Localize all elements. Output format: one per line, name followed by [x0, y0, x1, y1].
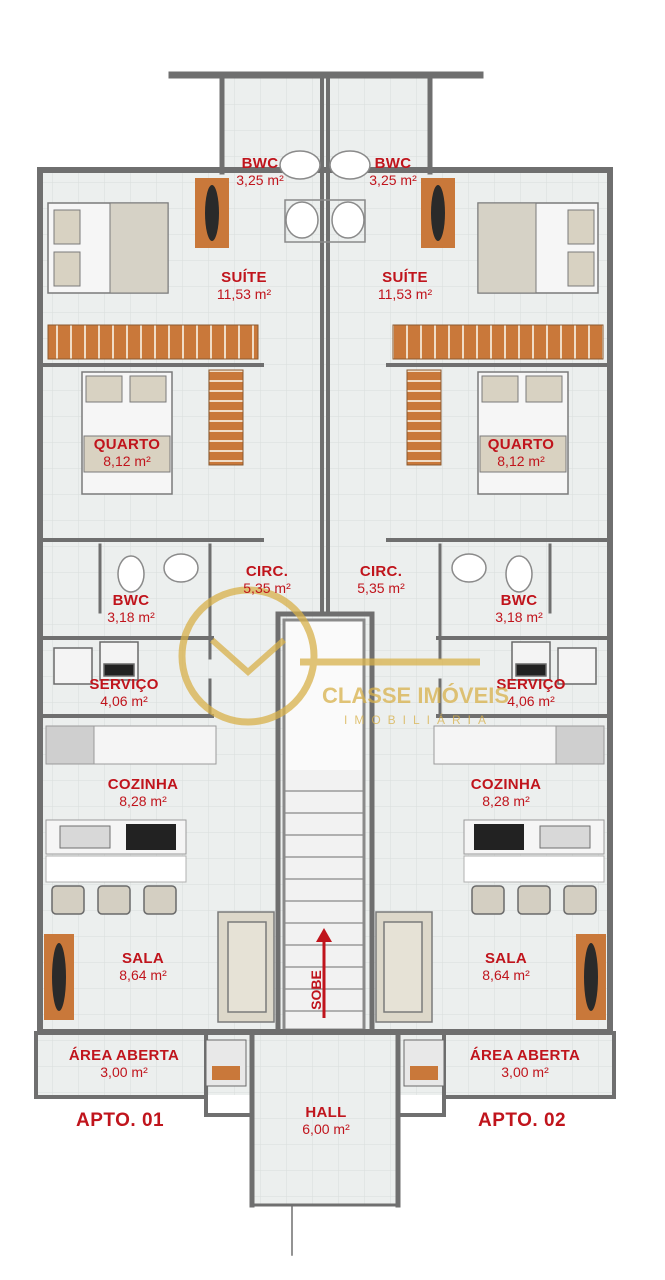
- room-name: BWC: [112, 592, 150, 609]
- room-name: ÁREA ABERTA: [68, 1047, 180, 1064]
- room-name: BWC: [241, 155, 279, 172]
- wardrobes: [47, 324, 604, 466]
- stairs-direction-label: SOBE: [307, 970, 324, 1010]
- room-name: SERVIÇO: [89, 676, 159, 693]
- laundry-fixtures: [53, 641, 597, 685]
- room-area: 6,00 m²: [302, 1121, 350, 1138]
- room-area: 3,25 m²: [369, 172, 417, 189]
- room-name: SUÍTE: [221, 269, 267, 286]
- room-area: 3,25 m²: [236, 172, 284, 189]
- grills: [205, 1039, 445, 1087]
- room-area: 8,64 m²: [119, 967, 167, 984]
- room-name: COZINHA: [107, 776, 179, 793]
- room-name: QUARTO: [487, 436, 555, 453]
- room-area: 8,28 m²: [482, 793, 530, 810]
- plants: [44, 178, 606, 1020]
- room-name: QUARTO: [93, 436, 161, 453]
- room-circ-left: CIRC.5,35 m²: [243, 563, 290, 596]
- room-area: 11,53 m²: [216, 286, 272, 303]
- room-area: 8,12 m²: [497, 453, 545, 470]
- watermark-sub: IMOBILIÁRIA: [344, 713, 494, 727]
- room-name: BWC: [500, 592, 538, 609]
- room-name: SALA: [484, 950, 528, 967]
- apartment-label-right: APTO. 02: [478, 1110, 567, 1131]
- room-name: SERVIÇO: [496, 676, 566, 693]
- room-area: 3,00 m²: [501, 1064, 549, 1081]
- room-area: 11,53 m²: [377, 286, 433, 303]
- bar-stools: [51, 885, 597, 915]
- room-area: 8,28 m²: [119, 793, 167, 810]
- room-name: COZINHA: [470, 776, 542, 793]
- room-area: 8,12 m²: [103, 453, 151, 470]
- watermark-brand: CLASSE IMÓVEIS: [322, 683, 510, 708]
- room-area: 4,06 m²: [507, 693, 555, 710]
- room-name: SUÍTE: [382, 269, 428, 286]
- room-name: CIRC.: [245, 563, 289, 580]
- beds: [47, 202, 599, 495]
- kitchen-counters: [45, 725, 605, 883]
- watermark-logo: [178, 586, 480, 726]
- room-area: 8,64 m²: [482, 967, 530, 984]
- room-name: SALA: [121, 950, 165, 967]
- room-circ-right: CIRC.5,35 m²: [357, 563, 404, 596]
- room-name: BWC: [374, 155, 412, 172]
- room-name: HALL: [305, 1104, 347, 1121]
- room-area: 3,18 m²: [495, 609, 543, 626]
- room-area: 3,18 m²: [107, 609, 155, 626]
- room-area: 3,00 m²: [100, 1064, 148, 1081]
- apartment-label-left: APTO. 01: [76, 1110, 165, 1131]
- room-area: 4,06 m²: [100, 693, 148, 710]
- walls: [34, 71, 616, 1256]
- room-name: CIRC.: [359, 563, 403, 580]
- staircase: [282, 618, 366, 1032]
- room-area: 5,35 m²: [243, 580, 291, 597]
- bathroom-fixtures: [117, 150, 533, 593]
- room-area: 5,35 m²: [357, 580, 405, 597]
- sofas: [217, 911, 433, 1023]
- room-name: ÁREA ABERTA: [469, 1047, 581, 1064]
